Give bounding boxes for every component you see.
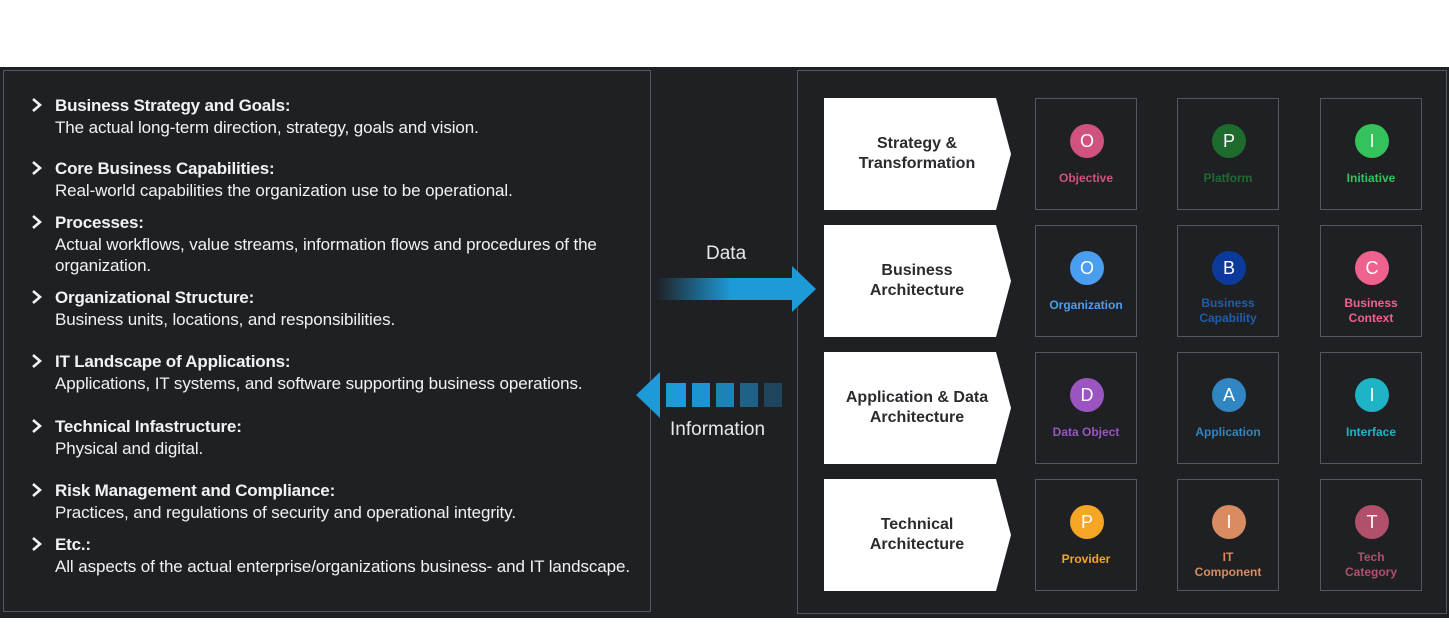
chevron-right-icon xyxy=(32,290,42,304)
fact-sheet-badge-icon: D xyxy=(1070,378,1104,412)
fact-sheet-label: Platform xyxy=(1203,171,1253,185)
list-item-description: The actual long-term direction, strategy… xyxy=(55,118,479,137)
fact-sheet-label: Organization xyxy=(1049,298,1123,312)
layer-label: Strategy &Transformation xyxy=(858,135,976,172)
fact-sheet-badge-icon: A xyxy=(1212,378,1246,412)
fact-sheet-badge-icon: P xyxy=(1070,505,1104,539)
fact-sheet-badge-icon: I xyxy=(1355,378,1389,412)
fact-sheet-card[interactable]: A Application xyxy=(1177,352,1279,464)
list-item-description: Real-world capabilities the organization… xyxy=(55,181,513,200)
fact-sheet-badge-icon: I xyxy=(1212,505,1246,539)
fact-sheet-card[interactable]: P Platform xyxy=(1177,98,1279,210)
fact-sheet-label: Data Object xyxy=(1052,425,1120,439)
chevron-right-icon xyxy=(32,419,42,433)
fact-sheet-badge-icon: T xyxy=(1355,505,1389,539)
fact-sheet-card[interactable]: D Data Object xyxy=(1035,352,1137,464)
chevron-right-icon xyxy=(32,354,42,368)
fact-sheet-label: Provider xyxy=(1061,552,1111,566)
data-arrow-right-icon xyxy=(656,266,816,312)
fact-sheet-card[interactable]: P Provider xyxy=(1035,479,1137,591)
fact-sheet-label: Interface xyxy=(1345,425,1397,439)
list-item-title: Risk Management and Compliance: xyxy=(55,481,336,500)
fact-sheet-label: Application xyxy=(1195,425,1261,439)
fact-sheet-card[interactable]: O Organization xyxy=(1035,225,1137,337)
list-item-description: Physical and digital. xyxy=(55,439,204,458)
fact-sheet-badge-icon: P xyxy=(1212,124,1246,158)
chevron-shape xyxy=(824,352,1011,464)
fact-sheet-badge-icon: C xyxy=(1355,251,1389,285)
fact-sheet-card[interactable]: I Interface xyxy=(1320,352,1422,464)
enterprise-reality-panel xyxy=(3,70,651,612)
data-flow-label: Data xyxy=(706,243,747,264)
chevron-shape xyxy=(824,98,1011,210)
diagram-background xyxy=(0,67,1449,618)
fact-sheet-badge-icon: O xyxy=(1070,251,1104,285)
list-item-title: Processes: xyxy=(55,213,144,232)
list-item-description: Actual workflows, value streams, informa… xyxy=(55,235,597,275)
fact-sheet-badge-icon: O xyxy=(1070,124,1104,158)
list-item-title: Technical Infastructure: xyxy=(55,417,242,436)
chevron-right-icon xyxy=(32,537,42,551)
list-item-title: Etc.: xyxy=(55,535,91,554)
information-arrow-left-icon xyxy=(636,372,782,418)
chevron-right-icon xyxy=(32,483,42,497)
fact-sheet-card[interactable]: O Objective xyxy=(1035,98,1137,210)
list-item-title: IT Landscape of Applications: xyxy=(55,352,291,371)
list-item-title: Core Business Capabilities: xyxy=(55,159,275,178)
chevron-right-icon xyxy=(32,161,42,175)
fact-sheet-badge-icon: I xyxy=(1355,124,1389,158)
chevron-right-icon xyxy=(32,98,42,112)
list-item-description: Business units, locations, and responsib… xyxy=(55,310,396,329)
architecture-model-panel xyxy=(797,70,1447,614)
fact-sheet-card[interactable]: I Initiative xyxy=(1320,98,1422,210)
chevron-shape xyxy=(824,479,1011,591)
layer-chevron: Strategy &Transformation xyxy=(824,98,1012,210)
fact-sheet-label: Initiative xyxy=(1346,171,1396,185)
chevron-shape xyxy=(824,225,1011,337)
fact-sheet-badge-icon: B xyxy=(1212,251,1246,285)
fact-sheet-label: Objective xyxy=(1058,171,1114,185)
information-flow-label: Information xyxy=(670,419,766,440)
list-item-description: Practices, and regulations of security a… xyxy=(55,503,516,522)
chevron-right-icon xyxy=(32,215,42,229)
list-item-title: Business Strategy and Goals: xyxy=(55,96,291,115)
list-item-description: Applications, IT systems, and software s… xyxy=(55,374,583,393)
list-item-title: Organizational Structure: xyxy=(55,288,255,307)
list-item-description: All aspects of the actual enterprise/org… xyxy=(55,557,630,576)
